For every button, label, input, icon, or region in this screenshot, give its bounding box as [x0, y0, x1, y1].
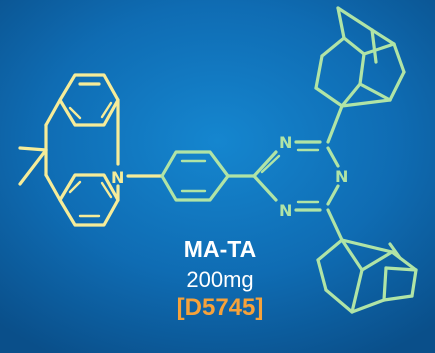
acridine-nitrogen-label: N — [111, 168, 124, 187]
triazine-bond-6 — [252, 174, 278, 202]
phenylene-ring — [160, 150, 230, 202]
quaternary-carbon-bond-top — [44, 98, 62, 127]
lower-benzene-ring — [58, 173, 120, 227]
triazine-nitrogen-top: N — [279, 133, 292, 152]
catalog-code: [D5745] — [176, 294, 264, 321]
triazine-nitrogen-bottom: N — [279, 201, 292, 220]
lower-adamantyl-bond — [326, 208, 344, 242]
upper-adamantane-cage — [314, 6, 406, 108]
acceptor-unit — [160, 6, 418, 314]
triazine-nitrogen-right: N — [335, 167, 348, 186]
acridan-unit — [18, 73, 164, 227]
triazine-bond-3 — [326, 146, 340, 168]
quaternary-carbon-bond-bottom — [44, 173, 62, 202]
methyl-bond-upper — [18, 146, 48, 152]
compound-name: MA-TA — [183, 236, 257, 262]
triazine-bond-4 — [326, 184, 340, 206]
lower-adamantane-cage — [316, 238, 418, 314]
methyl-bond-lower — [18, 148, 48, 186]
upper-adamantyl-bond — [326, 104, 344, 144]
triazine-bond-1 — [252, 150, 278, 178]
quantity-label: 200mg — [186, 267, 254, 292]
